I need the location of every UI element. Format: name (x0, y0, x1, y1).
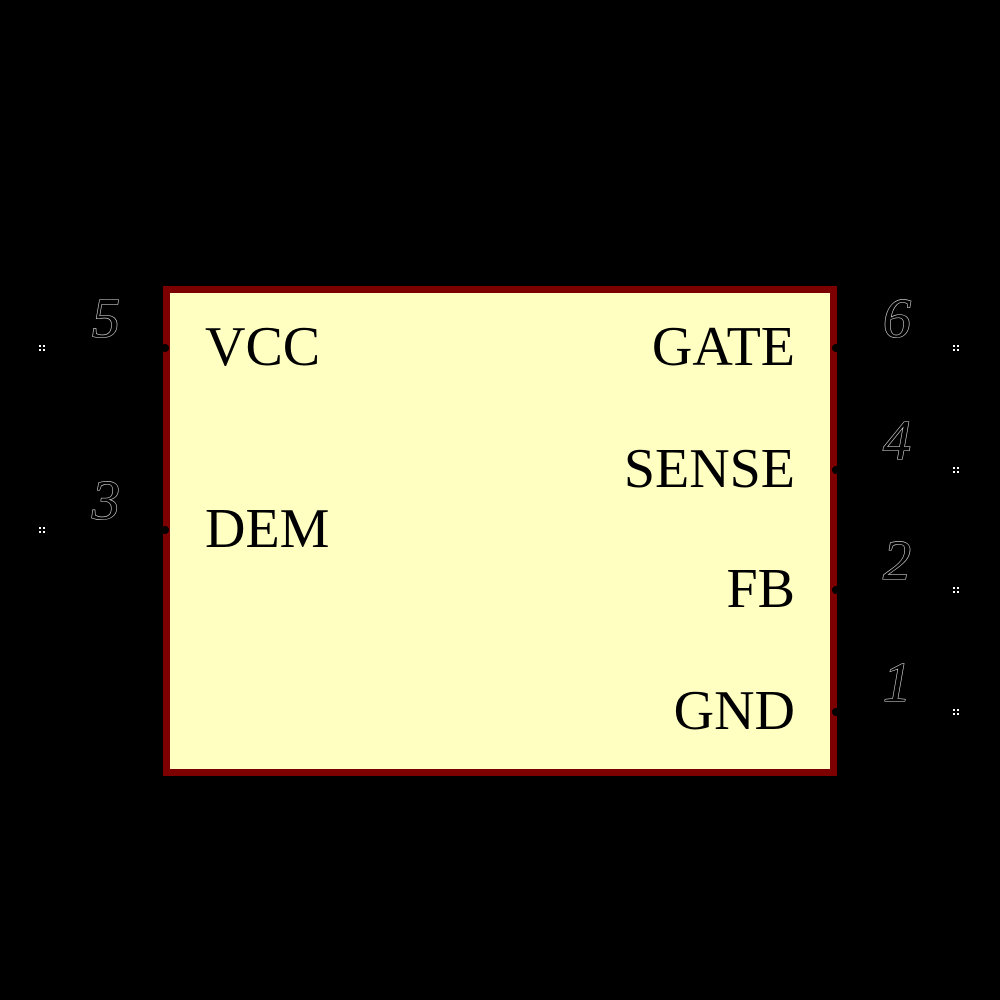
pin-5-connection-dot (161, 344, 169, 352)
pin-2-connection-dot (832, 586, 840, 594)
pin-3-number: 3 (91, 470, 120, 532)
pin-label-gate: GATE (651, 316, 795, 378)
pin-2-number: 2 (882, 530, 911, 592)
pin-5-endpoint-marker[interactable] (39, 345, 41, 347)
pin-5-wire[interactable] (40, 347, 166, 349)
component-body[interactable] (163, 286, 837, 776)
pin-4-connection-dot (832, 466, 840, 474)
pin-6-wire[interactable] (834, 347, 958, 349)
pin-2-wire[interactable] (834, 589, 958, 591)
pin-3-wire[interactable] (40, 529, 166, 531)
pin-label-sense: SENSE (623, 438, 795, 500)
pin-4-endpoint-marker[interactable] (953, 467, 955, 469)
pin-4-wire[interactable] (834, 469, 958, 471)
pin-6-number: 6 (882, 288, 911, 350)
pin-6-endpoint-marker[interactable] (953, 345, 955, 347)
pin-2-endpoint-marker[interactable] (953, 587, 955, 589)
pin-label-fb: FB (726, 558, 796, 620)
pin-5-number: 5 (91, 288, 120, 350)
pin-label-vcc: VCC (205, 316, 321, 378)
pin-4-number: 4 (882, 410, 911, 472)
pin-1-endpoint-marker[interactable] (953, 709, 955, 711)
pin-3-connection-dot (161, 526, 169, 534)
pin-1-number: 1 (882, 652, 911, 714)
pin-label-dem: DEM (205, 498, 330, 560)
pin-6-connection-dot (832, 344, 840, 352)
pin-1-wire[interactable] (834, 711, 958, 713)
pin-label-gnd: GND (673, 680, 795, 742)
pin-3-endpoint-marker[interactable] (39, 527, 41, 529)
pin-1-connection-dot (832, 708, 840, 716)
